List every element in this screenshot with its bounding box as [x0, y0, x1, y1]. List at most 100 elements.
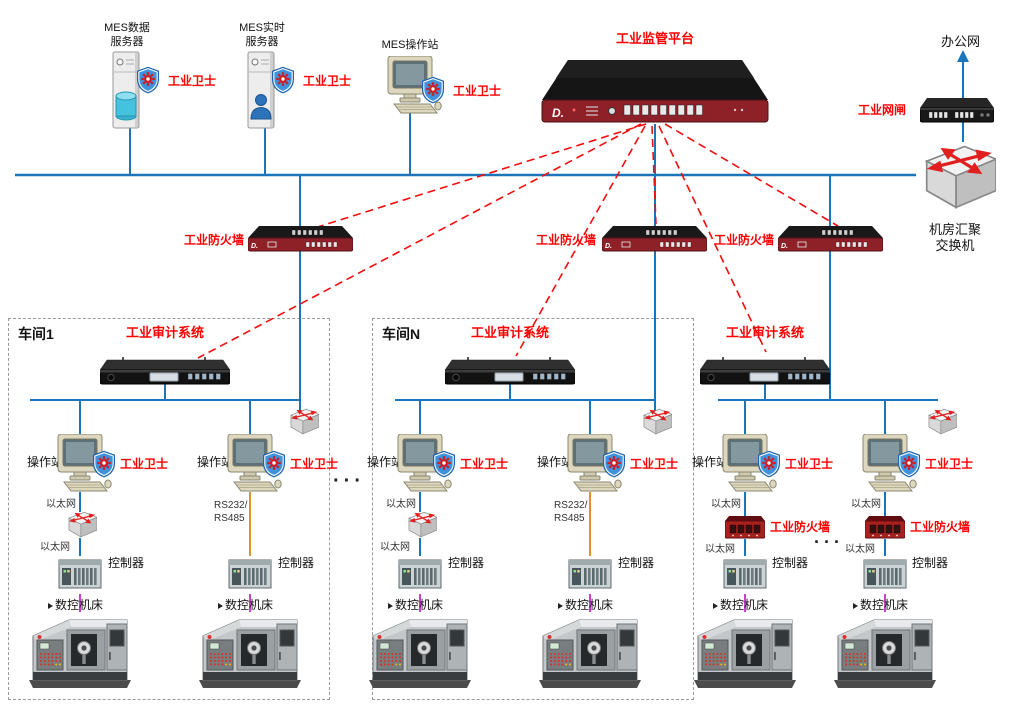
guard-shield-icon	[421, 76, 445, 104]
station-label: 操作站	[537, 455, 574, 469]
mini-firewall-appliance	[865, 516, 905, 540]
firewall-label: 工业防火墙	[536, 233, 597, 247]
cnc-label: 数控机床	[853, 598, 908, 613]
controller-label: 控制器	[448, 556, 485, 570]
cnc-machine-icon	[25, 610, 135, 690]
plc-controller-icon	[863, 554, 907, 594]
guard-shield-icon	[757, 450, 781, 478]
ethernet-label: 以太网	[380, 542, 410, 553]
guard-label: 工业卫士	[925, 457, 974, 471]
office-network-arrowhead	[957, 50, 969, 62]
serial-label: RS232/ RS485	[214, 500, 248, 524]
workshop-1-title: 车间1	[18, 326, 54, 342]
guard-shield-icon	[897, 450, 921, 478]
mini-firewall-appliance	[725, 516, 765, 540]
station-label: 操作站	[367, 455, 404, 469]
cnc-machine-icon	[195, 610, 305, 690]
switch-cube-icon	[638, 407, 672, 437]
station-label: 操作站	[27, 455, 64, 469]
workshop-n-box	[372, 318, 694, 700]
guard-label: 工业卫士	[785, 457, 834, 471]
guard-shield-icon	[271, 66, 295, 94]
ethernet-label: 以太网	[386, 499, 416, 510]
controller-label: 控制器	[108, 556, 145, 570]
guard-label: 工业卫士	[630, 457, 679, 471]
cnc-link-lines	[79, 594, 886, 612]
guard-shield-icon	[92, 450, 116, 478]
industrial-firewall-appliance	[602, 226, 707, 252]
switch-cube-icon	[923, 407, 957, 437]
serial-lines	[249, 492, 591, 556]
cnc-machine-icon	[365, 610, 475, 690]
cnc-label: 数控机床	[218, 598, 273, 613]
mes-operator-station-label: MES操作站	[381, 39, 439, 51]
cnc-label: 数控机床	[48, 598, 103, 613]
plc-controller-icon	[398, 554, 442, 594]
aggregation-switch-label: 机房汇聚 交换机	[928, 222, 981, 254]
controller-label: 控制器	[912, 556, 949, 570]
cnc-label-marker	[853, 603, 858, 609]
firewall-label: 工业防火墙	[714, 233, 775, 247]
guard-shield-icon	[602, 450, 626, 478]
gatekeeper-appliance	[920, 96, 994, 124]
ethernet-label: 以太网	[851, 499, 881, 510]
audit-system-label: 工业审计系统	[726, 325, 805, 340]
cnc-label-marker	[558, 603, 563, 609]
guard-shield-icon	[136, 66, 160, 94]
workshop-n-title: 车间N	[382, 326, 421, 342]
switch-cube-icon	[63, 510, 97, 540]
guard-shield-icon	[432, 450, 456, 478]
platform-label: 工业监管平台	[615, 31, 694, 46]
ethernet-label: 以太网	[705, 544, 735, 555]
firewall-label: 工业防火墙	[184, 233, 245, 247]
audit-system-label: 工业审计系统	[471, 325, 550, 340]
plc-controller-icon	[568, 554, 612, 594]
audit-system-label: 工业审计系统	[126, 325, 205, 340]
controller-label: 控制器	[618, 556, 655, 570]
plc-controller-icon	[228, 554, 272, 594]
workshop-1-box	[8, 318, 330, 700]
cnc-label: 数控机床	[713, 598, 768, 613]
ethernet-label: 以太网	[711, 499, 741, 510]
switch-cube-icon	[285, 407, 319, 437]
cnc-label: 数控机床	[558, 598, 613, 613]
guard-label: 工业卫士	[290, 457, 339, 471]
platform-monitor-dashed-links	[197, 123, 839, 359]
cnc-label: 数控机床	[388, 598, 443, 613]
plc-controller-icon	[58, 554, 102, 594]
station-label: 操作站	[692, 455, 729, 469]
audit-system-appliance	[100, 356, 230, 386]
supervision-platform-appliance	[540, 60, 770, 124]
serial-label: RS232/ RS485	[554, 500, 588, 524]
cnc-label-marker	[713, 603, 718, 609]
office-network-label: 办公网	[941, 34, 981, 49]
audit-system-appliance	[700, 356, 830, 386]
cnc-machine-icon	[535, 610, 645, 690]
guard-label: 工业卫士	[303, 74, 352, 88]
industrial-firewall-appliance	[248, 226, 353, 252]
guard-label: 工业卫士	[120, 457, 169, 471]
aggregation-switch-icon	[912, 142, 996, 214]
guard-shield-icon	[262, 450, 286, 478]
cnc-label-marker	[218, 603, 223, 609]
firewall-label: 工业防火墙	[910, 520, 971, 534]
blue-network-lines	[15, 60, 964, 556]
cnc-machine-icon	[690, 610, 800, 690]
cnc-machine-icon	[830, 610, 940, 690]
cnc-label-marker	[388, 603, 393, 609]
guard-label: 工业卫士	[460, 457, 509, 471]
ellipsis: ···	[333, 470, 365, 492]
guard-label: 工业卫士	[168, 74, 217, 88]
ethernet-label: 以太网	[40, 542, 70, 553]
audit-system-appliance	[445, 356, 575, 386]
guard-label: 工业卫士	[453, 84, 502, 98]
plc-controller-icon	[723, 554, 767, 594]
firewall-label: 工业防火墙	[770, 520, 831, 534]
ethernet-label: 以太网	[845, 544, 875, 555]
station-label: 操作站	[197, 455, 234, 469]
controller-label: 控制器	[772, 556, 809, 570]
ethernet-label: 以太网	[46, 499, 76, 510]
gatekeeper-label: 工业网闸	[858, 103, 907, 117]
